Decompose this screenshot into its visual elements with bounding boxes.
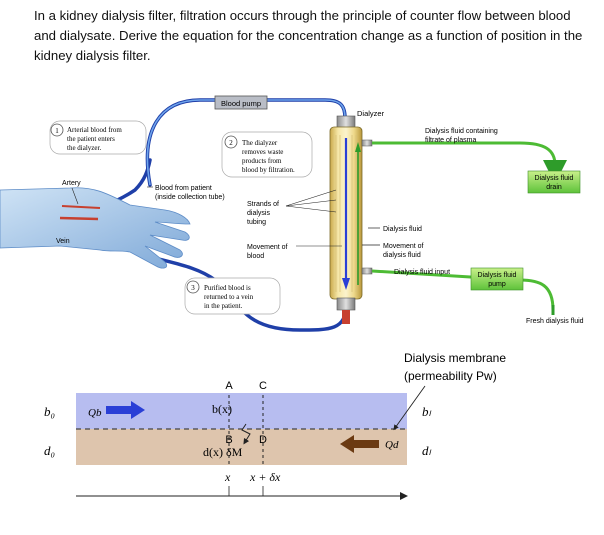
blood-from-patient-label-1: Blood from patient — [155, 185, 212, 192]
qd-label: Qd — [385, 439, 399, 451]
point-A: A — [225, 380, 233, 392]
callout-3: 3 Purified blood is returned to a vein i… — [184, 277, 281, 315]
point-B: B — [225, 434, 232, 446]
vein-label: Vein — [56, 238, 70, 245]
x-plus-dx-label: x + δx — [249, 470, 281, 484]
svg-text:3: 3 — [191, 284, 195, 292]
dialysis-pump-label-2: pump — [488, 281, 506, 288]
qb-label: Qb — [88, 407, 102, 419]
movement-dialysis-label-2: dialysis fluid — [383, 252, 421, 259]
d0-label: d₀ — [44, 443, 55, 458]
question-text: In a kidney dialysis filter, filtration … — [34, 8, 583, 63]
svg-text:blood by filtration.: blood by filtration. — [242, 166, 295, 174]
strands-label-2: dialysis — [247, 210, 270, 217]
svg-text:2: 2 — [229, 139, 233, 147]
svg-text:removes waste: removes waste — [242, 148, 283, 156]
dialysis-fluid-label: Dialysis fluid — [383, 226, 422, 233]
movement-dialysis-label-1: Movement of — [383, 243, 424, 250]
x-label: x — [224, 470, 231, 484]
svg-text:returned to a vein: returned to a vein — [204, 293, 254, 301]
dL-label: dₗ — [422, 443, 432, 458]
svg-text:products from: products from — [242, 157, 282, 165]
drain-label-2: drain — [546, 184, 562, 191]
svg-text:in the patient.: in the patient. — [204, 302, 243, 310]
containing-label-2: filtrate of plasma — [425, 137, 476, 144]
dialysis-pump-label-1: Dialysis fluid — [478, 272, 517, 279]
containing-label-1: Dialysis fluid containing — [425, 128, 498, 135]
b0-label: b₀ — [44, 404, 55, 419]
membrane-label-1: Dialysis membrane — [404, 351, 506, 365]
svg-text:The dialyzer: The dialyzer — [242, 139, 278, 147]
blood-pump — [214, 95, 268, 110]
point-C: C — [259, 380, 267, 392]
strands-label-1: Strands of — [247, 201, 279, 208]
drain-label-1: Dialysis fluid — [535, 175, 574, 182]
svg-text:Purified blood is: Purified blood is — [204, 284, 251, 292]
blood-from-patient-label-2: (inside collection tube) — [155, 194, 225, 201]
drain-box — [527, 170, 581, 194]
point-D: D — [259, 434, 267, 446]
strands-label-3: tubing — [247, 219, 266, 226]
dialyzer-label: Dialyzer — [357, 109, 385, 118]
blood-pump-label: Blood pump — [221, 99, 261, 108]
dialysis-pump-box — [470, 267, 524, 291]
membrane-label-2: (permeability Pw) — [404, 369, 497, 383]
movement-blood-label-1: Movement of — [247, 244, 288, 251]
fresh-fluid-label: Fresh dialysis fluid — [526, 318, 584, 325]
svg-text:Arterial blood from: Arterial blood from — [67, 126, 122, 134]
bL-label: bₗ — [422, 404, 432, 419]
svg-text:1: 1 — [55, 127, 59, 135]
movement-blood-label-2: blood — [247, 253, 264, 260]
dialysis-input-label: Dialysis fluid input — [394, 269, 450, 276]
bx-label: b(x) — [212, 402, 232, 416]
blood-flow-arrow — [106, 401, 145, 419]
arm-illustration — [0, 187, 191, 269]
membrane-pointer — [393, 385, 426, 431]
mass-transfer-arrow — [241, 423, 251, 445]
dialysate-flow-arrow — [340, 435, 379, 453]
dx-dM-label: d(x) δM — [203, 445, 243, 459]
callout-1: 1 Arterial blood from the patient enters… — [49, 120, 147, 155]
svg-text:the dialyzer.: the dialyzer. — [67, 144, 101, 152]
callout-2: 2 The dialyzer removes waste products fr… — [221, 131, 313, 178]
artery-label: Artery — [62, 180, 81, 187]
svg-text:the patient enters: the patient enters — [67, 135, 115, 143]
dialyzer — [329, 115, 373, 324]
